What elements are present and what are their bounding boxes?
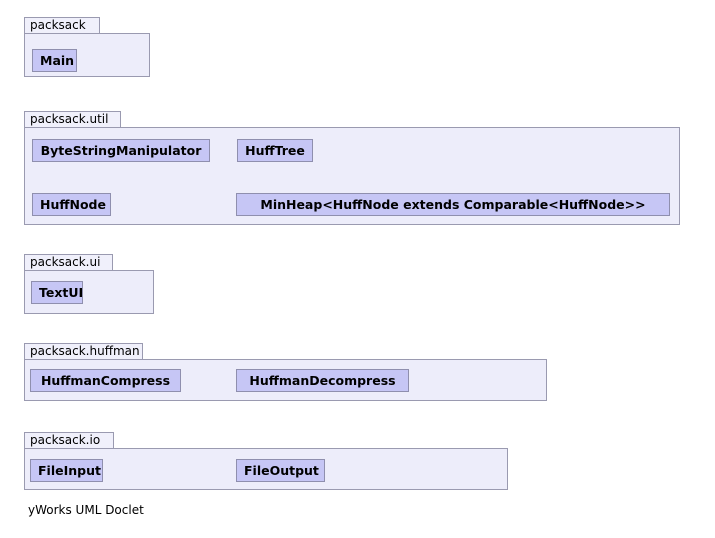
package-tab-label: packsack.util: [24, 111, 121, 128]
class-node[interactable]: HuffmanCompress: [30, 369, 181, 392]
class-node[interactable]: HuffTree: [237, 139, 313, 162]
class-node[interactable]: FileInput: [30, 459, 103, 482]
class-node[interactable]: ByteStringManipulator: [32, 139, 210, 162]
class-node[interactable]: HuffNode: [32, 193, 111, 216]
package-tab-label: packsack.ui: [24, 254, 113, 271]
class-node[interactable]: HuffmanDecompress: [236, 369, 409, 392]
class-node[interactable]: TextUI: [31, 281, 83, 304]
package-tab-label: packsack.huffman: [24, 343, 143, 360]
package-tab-label: packsack.io: [24, 432, 114, 449]
class-node[interactable]: MinHeap<HuffNode extends Comparable<Huff…: [236, 193, 670, 216]
diagram-footer-credit: yWorks UML Doclet: [28, 503, 144, 517]
class-node[interactable]: FileOutput: [236, 459, 325, 482]
package-tab-label: packsack: [24, 17, 100, 34]
class-node[interactable]: Main: [32, 49, 77, 72]
